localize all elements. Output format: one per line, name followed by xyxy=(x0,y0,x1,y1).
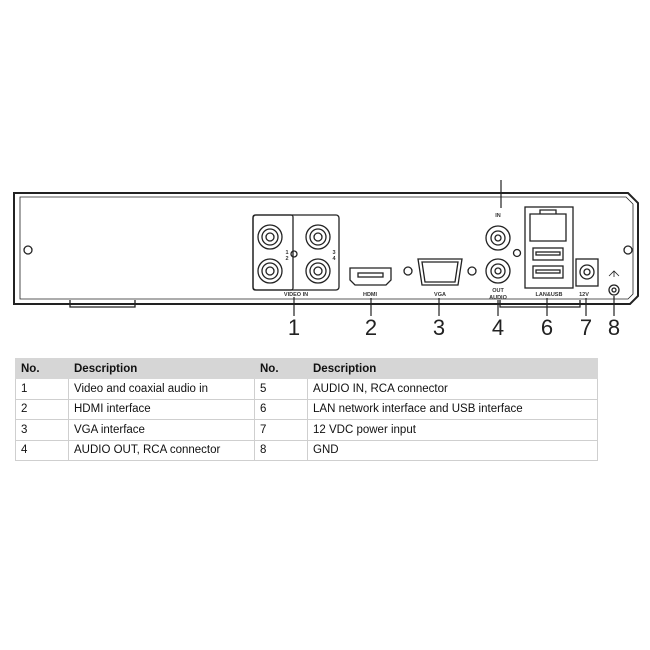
power-label: 12V xyxy=(579,292,589,298)
column-header: Description xyxy=(68,358,255,379)
column-header: Description xyxy=(307,358,598,379)
column-header: No. xyxy=(15,358,69,379)
item-number-cell: 5 xyxy=(254,378,308,400)
power-jack xyxy=(575,258,599,287)
item-number-cell: 4 xyxy=(15,439,69,461)
vga-port xyxy=(403,258,477,286)
hdmi-label: HDMI xyxy=(363,292,378,298)
gnd-terminal xyxy=(608,270,620,296)
description-cell: AUDIO OUT, RCA connector xyxy=(68,439,255,461)
callout-number: 7 xyxy=(580,315,592,340)
video-in-label: VIDEO IN xyxy=(284,292,308,298)
lan-usb-label: LAN&USB xyxy=(536,292,563,298)
column-header: No. xyxy=(254,358,308,379)
lan-usb-block xyxy=(524,206,574,289)
audio-rca-ports xyxy=(485,225,522,284)
audio-label: AUDIO xyxy=(489,295,507,301)
callout-number: 6 xyxy=(541,315,553,340)
description-cell: 12 VDC power input xyxy=(307,419,598,441)
chassis xyxy=(13,192,639,308)
hdmi-port xyxy=(349,267,392,286)
channel-label: 3 xyxy=(332,250,335,256)
callout-number: 4 xyxy=(492,315,504,340)
vga-label: VGA xyxy=(434,292,446,298)
description-cell: VGA interface xyxy=(68,419,255,441)
callout-number: 2 xyxy=(365,315,377,340)
callout-number: 3 xyxy=(433,315,445,340)
audio-in-label: IN xyxy=(495,213,501,219)
description-cell: HDMI interface xyxy=(68,398,255,420)
callout-number: 8 xyxy=(608,315,620,340)
channel-label: 4 xyxy=(332,256,336,262)
callout-number: 1 xyxy=(288,315,300,340)
audio-out-label: OUT xyxy=(492,288,504,294)
item-number-cell: 8 xyxy=(254,439,308,461)
description-cell: AUDIO IN, RCA connector xyxy=(307,378,598,400)
video-in-bnc-block xyxy=(252,214,340,291)
item-number-cell: 1 xyxy=(15,378,69,400)
callout-lines xyxy=(293,180,615,316)
description-cell: Video and coaxial audio in xyxy=(68,378,255,400)
item-number-cell: 7 xyxy=(254,419,308,441)
item-number-cell: 3 xyxy=(15,419,69,441)
description-cell: LAN network interface and USB interface xyxy=(307,398,598,420)
table-header-row: No. Description No. Description xyxy=(15,358,598,379)
dvr-rear-panel-diagram: 1 2 3 4 VIDEO IN HDMI VGA IN OUT AUDIO L… xyxy=(13,180,639,340)
description-cell: GND xyxy=(307,439,598,461)
item-number-cell: 6 xyxy=(254,398,308,420)
item-number-cell: 2 xyxy=(15,398,69,420)
channel-label: 1 xyxy=(285,250,288,256)
channel-label: 2 xyxy=(285,256,288,262)
